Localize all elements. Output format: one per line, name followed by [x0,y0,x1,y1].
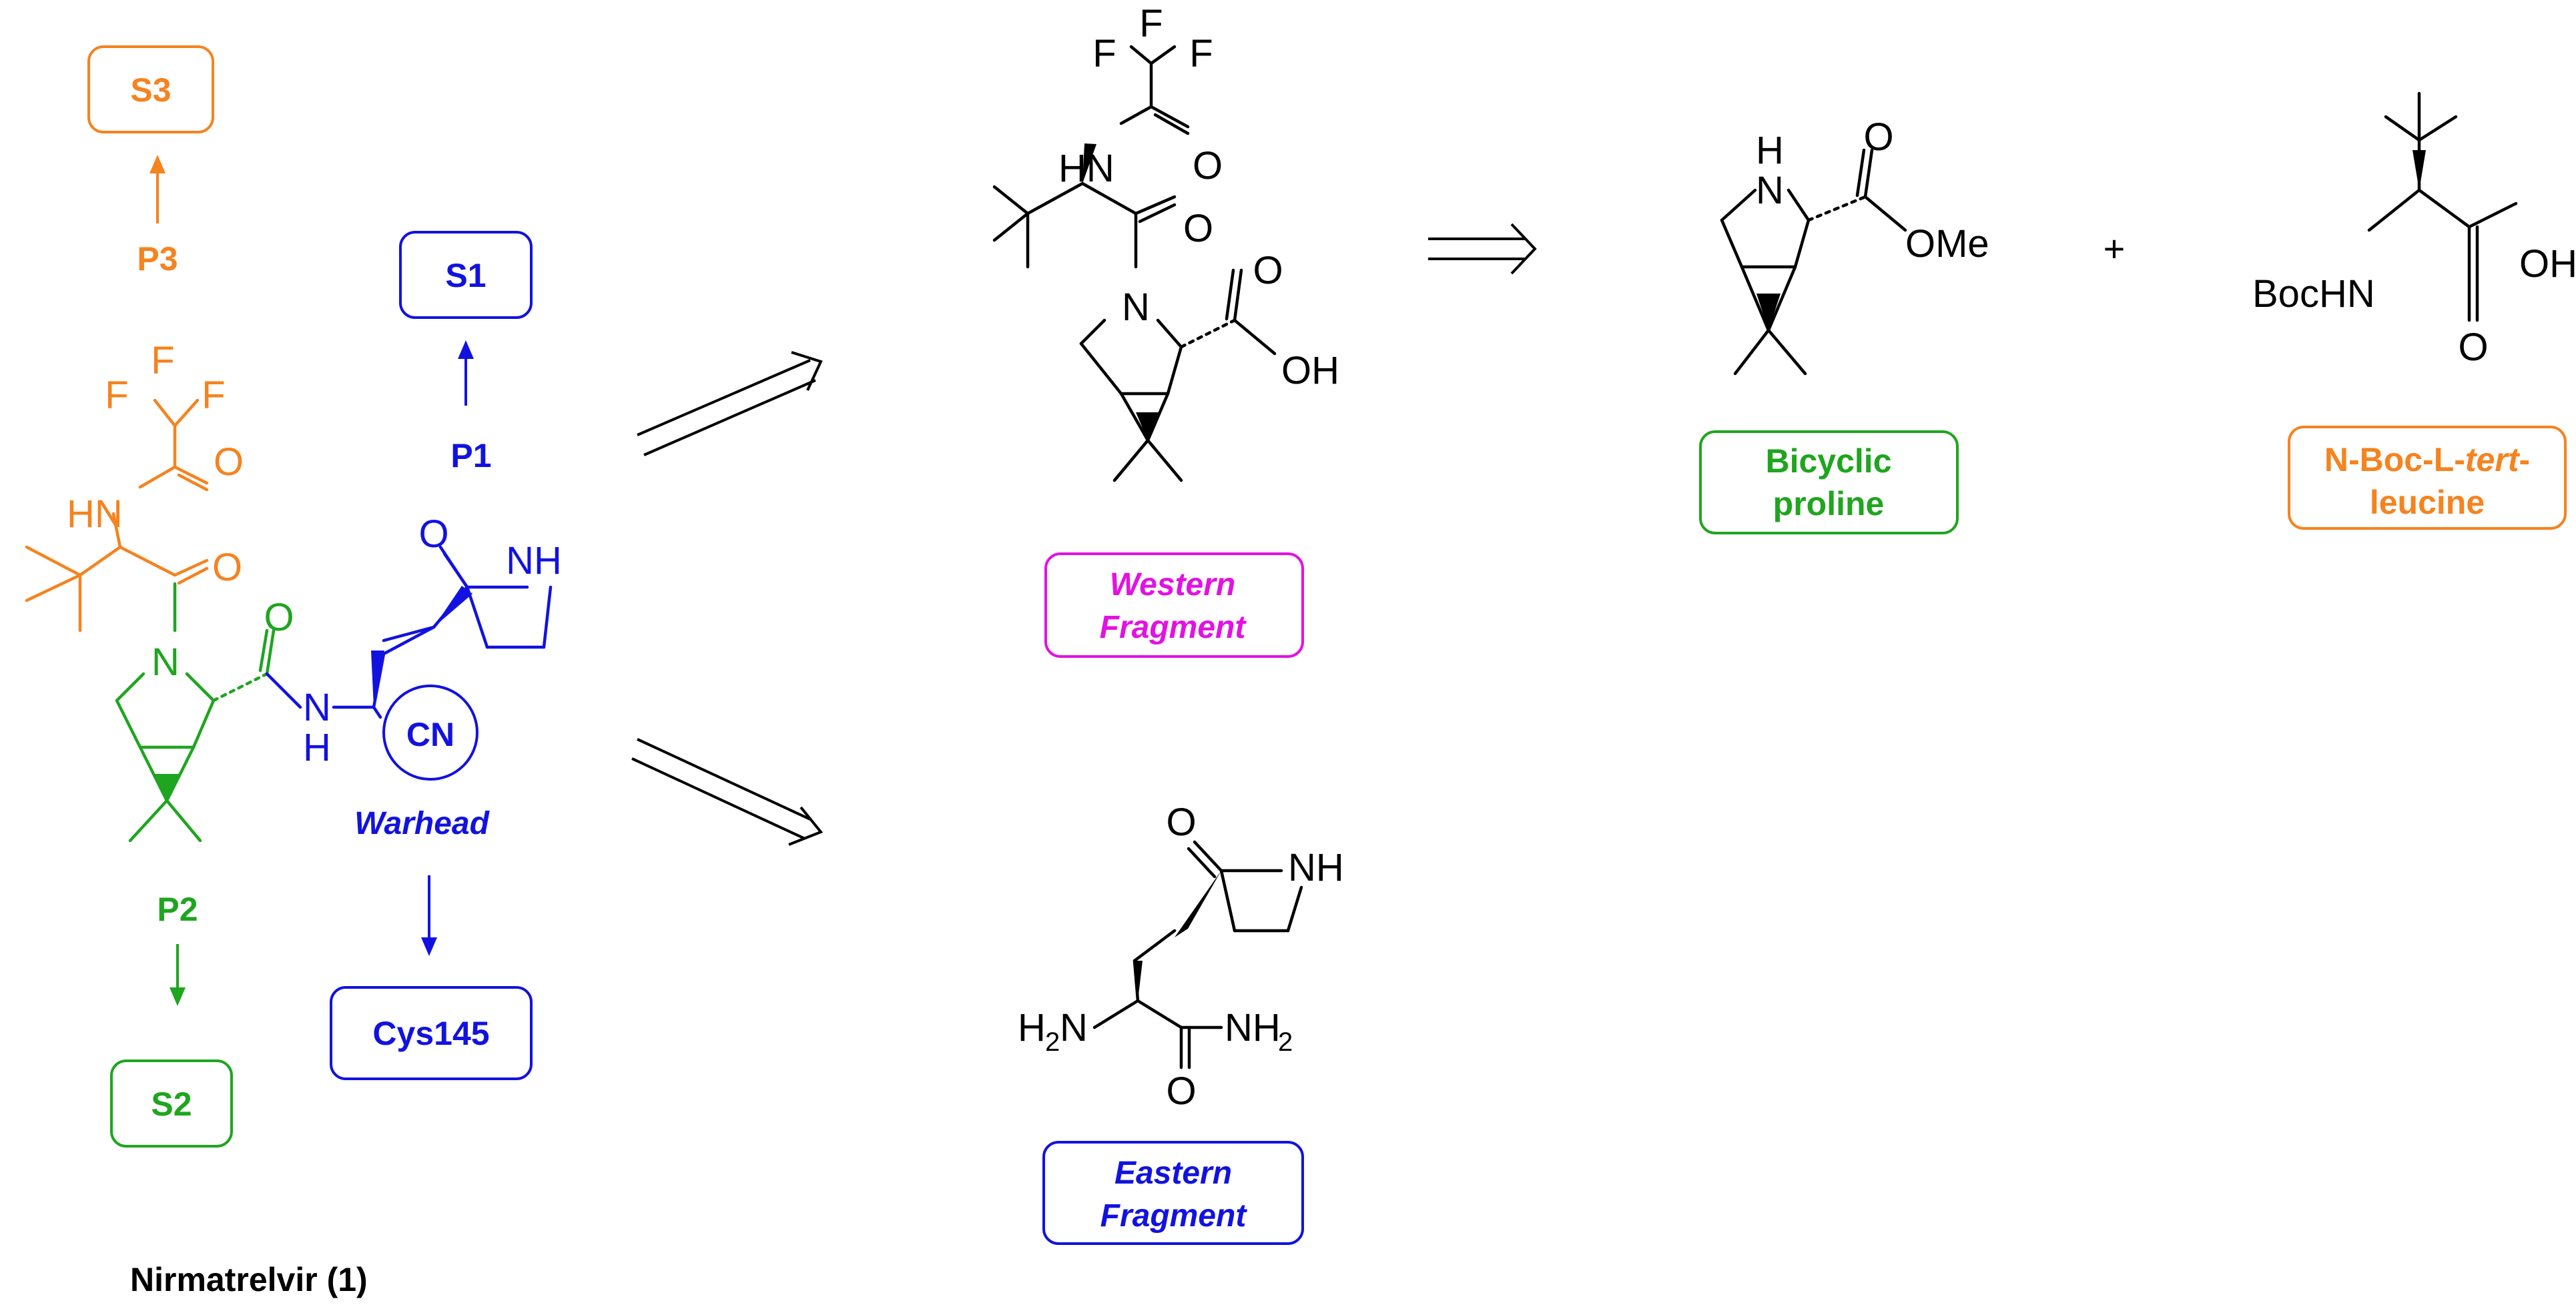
wedge-bond [155,774,179,801]
n-atom: N [1122,286,1150,329]
o-atom: O [1863,115,1893,159]
f-atom: F [1092,32,1116,75]
boc-label-suffix: - [2519,441,2530,478]
bicyclic-proline-box: Bicyclic proline [1699,430,1959,534]
boc-tert-leucine-structure: BocHN OH O [2252,91,2576,369]
n-atom: N [303,686,331,729]
p3-trifluoroacetamide [25,398,209,632]
p1-label: P1 [450,437,491,474]
eastern-fragment-box: Eastern Fragment [1042,1141,1304,1245]
cys145-box: Cys145 [330,986,533,1080]
s2-label: S2 [151,1085,192,1123]
wedge-bond [371,650,384,707]
cys145-label: Cys145 [372,1015,489,1052]
nh2-group: NH 2 [1225,1006,1293,1057]
wedge-bond [1756,294,1781,330]
o-atom: O [1166,1069,1196,1113]
warhead-arrow [421,875,437,956]
wedge-bond [1136,412,1160,440]
f-atom: F [105,374,128,417]
n-atom: N [1060,1006,1088,1049]
subscript-2: 2 [1278,1027,1293,1057]
oh-atom: OH [2519,242,2576,286]
plus-sign: + [2104,228,2126,270]
wedge-bond [434,586,472,627]
n-atom: N [1756,169,1784,212]
warhead-label: Warhead [354,806,491,841]
wedge-bond [1175,871,1221,937]
bicyclic-label-line1: Bicyclic [1765,442,1891,480]
retro-arrow-bicyclic [1428,223,1537,275]
o-atom: O [1166,801,1196,844]
h-atom: H [303,726,331,769]
western-label-line2: Fragment [1100,610,1247,645]
f-atom: F [151,339,174,382]
h-atom: H [1018,1006,1046,1049]
p1-arrow [458,340,474,406]
h-atom: H [1756,129,1784,172]
nitrile-circle [382,685,478,781]
western-fragment-structure: F F F O HN O N O OH [992,2,1339,482]
o-atom: O [1183,207,1213,250]
o-atom: O [1193,144,1223,187]
eastern-fragment-structure: O NH H 2 N NH 2 O [1018,801,1344,1113]
p1-atoms: N H O NH CN [303,512,562,769]
nh-atom: NH [506,539,562,582]
bochn-atom: BocHN [2252,272,2375,316]
p3-atoms: F F F O HN O [67,339,244,589]
cn-atom: CN [406,716,454,753]
nirmatrelvir-structure: S3 P3 S1 P1 [25,45,562,1298]
f-atom: F [1139,2,1163,45]
ome-atom: OMe [1905,222,1989,266]
hn-atom: HN [67,492,123,536]
p2-label: P2 [157,891,198,928]
wedge-bond [2412,150,2426,190]
p2-bicyclic-proline [115,582,276,843]
boc-label-italic: tert [2465,441,2521,478]
nirmatrelvir-title: Nirmatrelvir (1) [130,1261,368,1298]
s2-box: S2 [110,1059,233,1148]
p2-atoms: N O [151,596,294,684]
f-atom: F [202,374,225,417]
retro-arrow-western [637,351,823,456]
s1-label: S1 [445,257,486,294]
subscript-2: 2 [1045,1027,1060,1057]
f-atom: F [1189,32,1213,75]
wedge-bond [1082,143,1096,183]
o-atom: O [2458,326,2488,369]
western-label-line1: Western [1110,567,1236,602]
p3-arrow [149,155,166,224]
eastern-label-line1: Eastern [1114,1156,1232,1191]
nh-atom: NH [1288,846,1344,889]
o-atom: O [264,596,294,639]
s1-box: S1 [399,231,533,319]
oh-atom: OH [1281,349,1339,392]
bicyclic-proline-structure: H N O OMe [1720,115,1989,376]
s3-box: S3 [87,45,214,133]
o-atom: O [212,546,242,589]
bicyclic-label-line2: proline [1773,485,1885,522]
eastern-label-line2: Fragment [1100,1198,1248,1234]
p3-label: P3 [137,240,178,278]
o-atom: O [1253,249,1283,292]
boc-label-prefix: N-Boc-L- [2324,441,2465,478]
hn-atom: HN [1058,147,1114,190]
o-atom: O [214,440,244,484]
boc-tert-leucine-box: N-Boc-L-tert- leucine [2288,426,2567,530]
western-fragment-box: Western Fragment [1044,552,1304,658]
s3-label: S3 [130,71,171,109]
n-atom: N [151,640,180,684]
wedge-bond [1133,961,1143,1001]
boc-label-line1: N-Boc-L-tert- [2324,441,2530,478]
nh-atom: NH [1225,1006,1281,1049]
retro-arrow-eastern [631,738,824,846]
p2-arrow [170,944,186,1006]
boc-label-line2: leucine [2370,484,2485,521]
h2n-group: H 2 N [1018,1006,1088,1057]
o-atom: O [418,512,448,556]
